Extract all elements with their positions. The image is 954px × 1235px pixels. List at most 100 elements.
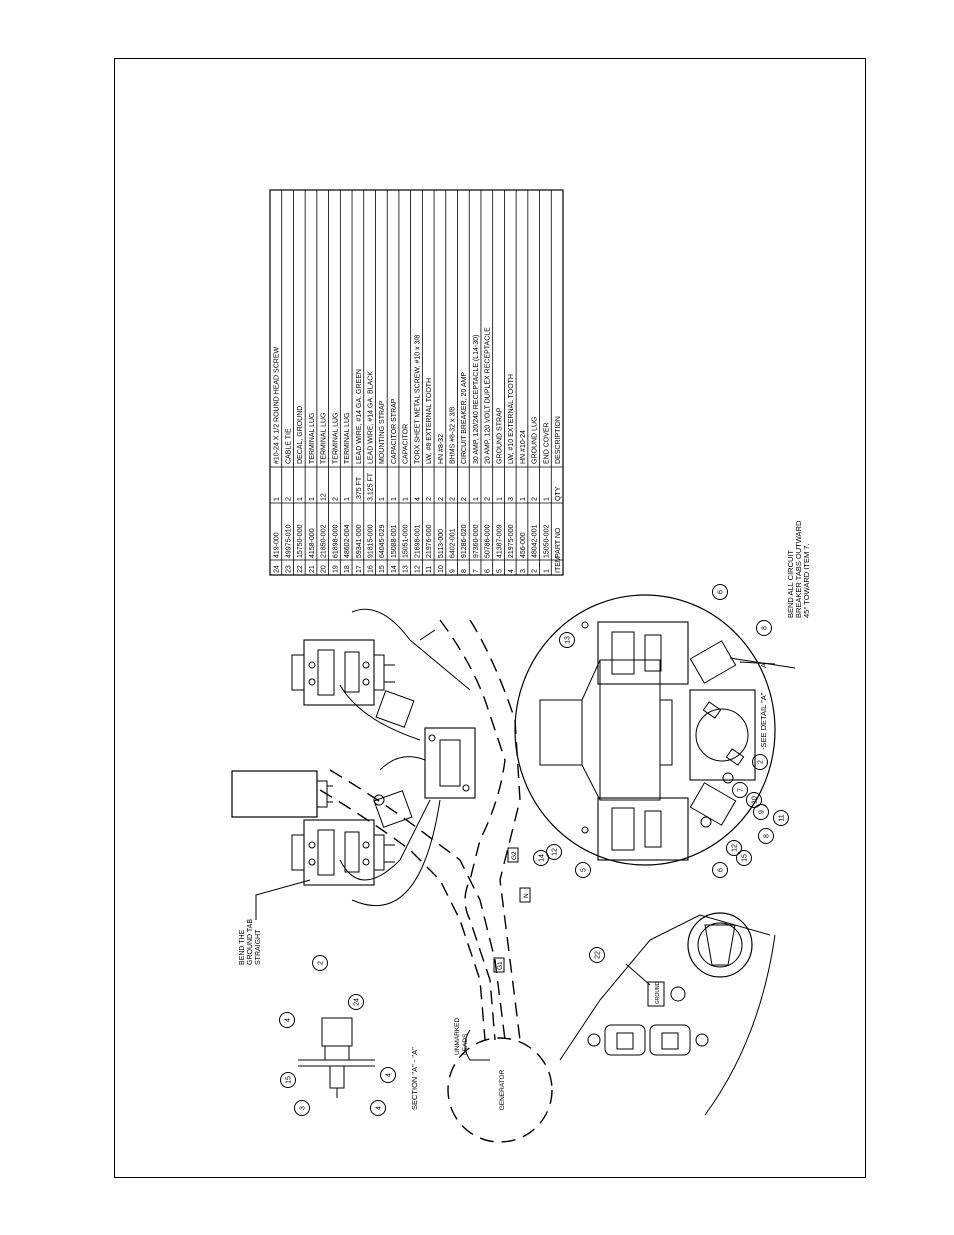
- item-balloon: 10: [746, 792, 762, 808]
- drawing-border: [114, 58, 866, 1178]
- table-cell: 10: [438, 565, 445, 573]
- svg-text:BREAKER TABS OUTWARD: BREAKER TABS OUTWARD: [794, 520, 803, 618]
- table-cell: 2: [332, 497, 339, 501]
- wire-tag-n: N: [523, 893, 530, 898]
- table-cell: TERMINAL LUG: [344, 413, 351, 464]
- generator-symbol: GENERATOR: [447, 1037, 553, 1143]
- table-cell: 2: [438, 497, 445, 501]
- svg-text:4: 4: [386, 1073, 393, 1077]
- table-cell: 20 AMP, 120 VOLT DUPLEX RECEPTACLE: [485, 327, 492, 464]
- table-cell: 2: [532, 497, 539, 501]
- table-cell: 49975-010: [285, 524, 292, 558]
- table-cell: 15750-000: [297, 524, 304, 558]
- table-cell: 2: [461, 497, 468, 501]
- table-cell: 1: [403, 497, 410, 501]
- table-cell: 23: [285, 565, 292, 573]
- capacitor-top: [231, 770, 333, 818]
- table-cell: 1: [543, 497, 550, 501]
- table-cell: LEAD WIRE, #14 GA. BLACK: [367, 371, 374, 464]
- table-cell: TORX SHEET METAL SCREW, #10 x 3/8: [414, 335, 421, 464]
- table-cell: 13: [403, 565, 410, 573]
- table-cell: MOUNTING STRAP: [379, 400, 386, 464]
- svg-text:12: 12: [732, 844, 739, 852]
- table-cell: 91815-000: [367, 524, 374, 558]
- item-balloon: 2: [312, 955, 328, 971]
- table-cell: 20: [321, 565, 328, 573]
- table-cell: 4: [414, 497, 421, 501]
- svg-text:BEND THE: BEND THE: [239, 929, 246, 965]
- svg-text:24: 24: [354, 998, 361, 1006]
- table-cell: 21976-000: [426, 524, 433, 558]
- table-cell: 1: [309, 497, 316, 501]
- table-header-cell: QTY: [555, 486, 562, 501]
- item-balloon: 11: [773, 810, 789, 826]
- table-cell: 3: [508, 497, 515, 501]
- table-cell: 61898-000: [332, 524, 339, 558]
- bend-breaker-tabs-note: BEND ALL CIRCUIT BREAKER TABS OUTWARD 45…: [729, 520, 811, 669]
- table-cell: 21: [309, 565, 316, 573]
- table-cell: 2: [532, 569, 539, 573]
- table-cell: 419-000: [274, 532, 281, 558]
- table-cell: HN #8-32: [438, 434, 445, 464]
- table-cell: 16: [367, 565, 374, 573]
- table-cell: 2: [285, 497, 292, 501]
- table-header-cell: ITEM: [555, 556, 562, 573]
- svg-text:5: 5: [581, 868, 588, 872]
- table-cell: TERMINAL LUG: [332, 413, 339, 464]
- wire-tag-g2: G2: [511, 851, 518, 860]
- item-balloon: 12: [726, 840, 742, 856]
- ground-decal-label: GROUND: [655, 981, 661, 1004]
- item-balloon: 4: [370, 1100, 386, 1116]
- table-cell: GROUND STRAP: [496, 407, 503, 464]
- svg-text:UNMARKED: UNMARKED: [454, 1017, 461, 1055]
- table-cell: 1: [344, 497, 351, 501]
- table-cell: 2: [485, 497, 492, 501]
- see-detail-a-note: -SEE DETAIL "A" A: [739, 661, 776, 750]
- table-cell: 6: [485, 569, 492, 573]
- svg-text:10: 10: [752, 796, 759, 804]
- table-cell: CABLE TIE: [285, 428, 292, 464]
- table-cell: TERMINAL LUG: [309, 413, 316, 464]
- item-balloon: 9: [753, 804, 769, 820]
- svg-text:45° TOWARD ITEM 7.: 45° TOWARD ITEM 7.: [802, 543, 811, 618]
- table-cell: 97360-000: [473, 524, 480, 558]
- table-cell: 18: [344, 565, 351, 573]
- item-balloon: 12: [546, 844, 562, 860]
- table-cell: 11: [426, 566, 433, 573]
- table-cell: 1: [391, 497, 398, 501]
- svg-text:BEND ALL CIRCUIT: BEND ALL CIRCUIT: [786, 550, 795, 618]
- svg-text:2: 2: [318, 961, 325, 965]
- table-cell: 15051-000: [403, 524, 410, 558]
- table-cell: 2: [426, 497, 433, 501]
- table-cell: 5: [496, 569, 503, 573]
- svg-text:14: 14: [539, 854, 546, 862]
- table-cell: GROUND LUG: [532, 417, 539, 464]
- receptacle-assembly-lower: [291, 819, 395, 886]
- svg-text:15: 15: [742, 854, 749, 862]
- table-cell: .375 FT: [356, 476, 363, 501]
- svg-text:STRAIGHT: STRAIGHT: [255, 929, 262, 965]
- end-cover-view: [514, 594, 776, 866]
- item-balloon: 15: [736, 850, 752, 866]
- receptacle-assembly-upper: [291, 639, 395, 706]
- table-cell: CAPACITOR STRAP: [391, 398, 398, 464]
- table-cell: 7: [473, 569, 480, 573]
- lead-wires: [339, 608, 471, 907]
- item-balloon: 6: [712, 584, 728, 600]
- table-cell: CAPACITOR: [403, 424, 410, 464]
- table-cell: 15088-001: [391, 524, 398, 558]
- table-cell: 48602-004: [344, 524, 351, 558]
- table-cell: 17: [356, 565, 363, 573]
- table-cell: 5113-000: [438, 529, 445, 558]
- item-balloon: 4: [279, 1012, 295, 1028]
- table-cell: END COVER: [543, 422, 550, 464]
- svg-text:11: 11: [779, 814, 786, 821]
- unmarked-leads-note: UNMARKED LEADS: [454, 1017, 490, 1061]
- table-cell: 21975-000: [508, 524, 515, 558]
- table-cell: 14: [391, 565, 398, 573]
- table-cell: TERMINAL LUG: [321, 413, 328, 464]
- table-cell: 6402-001: [450, 528, 457, 558]
- table-cell: 1: [543, 569, 550, 573]
